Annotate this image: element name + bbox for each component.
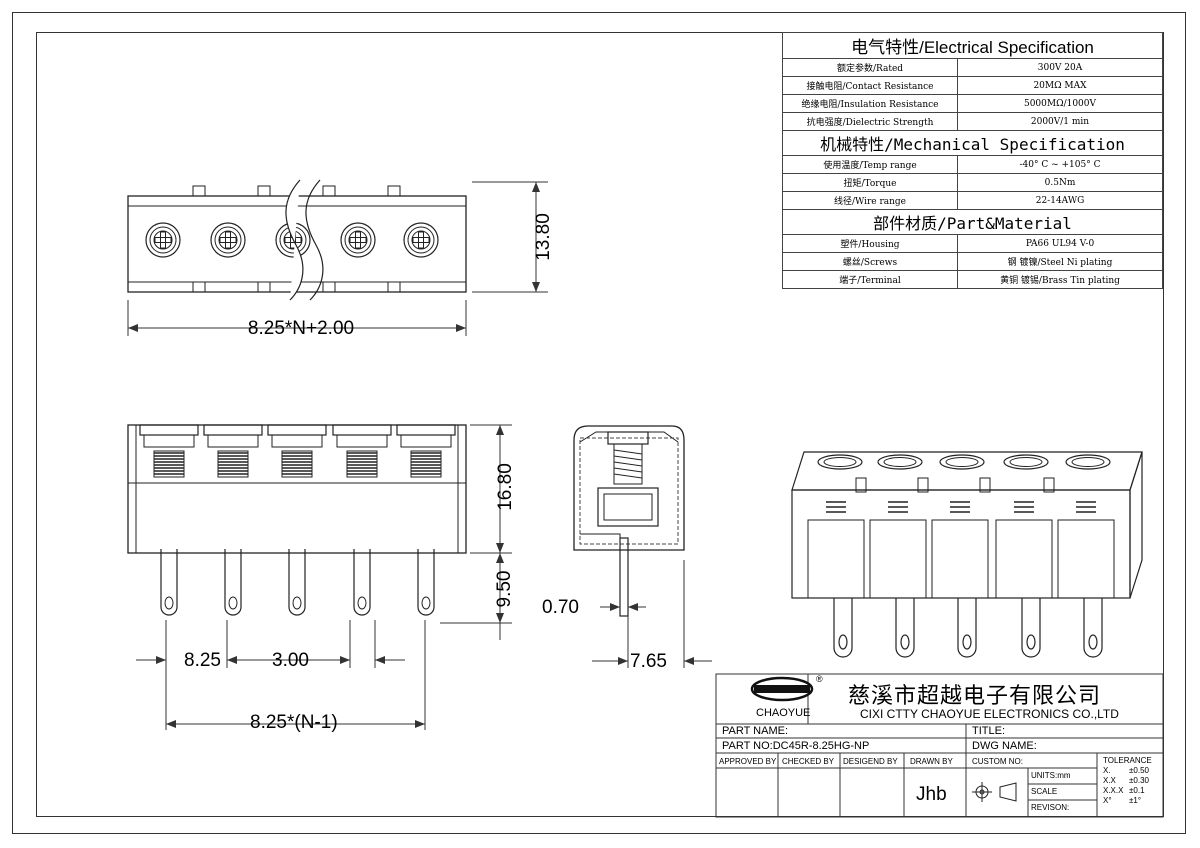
title-label: TITLE: xyxy=(972,725,1006,737)
tolerance-row: X.X±0.30 xyxy=(1103,776,1149,785)
dim-pin-gap: 3.00 xyxy=(272,650,309,671)
scale-label: SCALE xyxy=(1031,787,1058,796)
front-view xyxy=(127,424,512,730)
chaoyue-logo: ® xyxy=(750,674,823,702)
mechanical-heading: 机械特性/Mechanical Specification xyxy=(782,130,1163,156)
dim-height-body: 16.80 xyxy=(495,463,516,511)
outer-frame xyxy=(12,12,1186,834)
isometric-view xyxy=(791,451,1143,658)
tolerance-list: X.±0.50 X.X±0.30 X.X.X±0.1 X°±1° xyxy=(1103,766,1149,806)
electrical-heading: 电气特性/Electrical Specification xyxy=(782,32,1163,59)
dim-span: 8.25*(N-1) xyxy=(250,712,338,733)
specification-table: 电气特性/Electrical Specification 额定参数/Rated… xyxy=(782,32,1163,289)
drawn-by-value: Jhb xyxy=(916,784,947,805)
spec-row: 使用温度/Temp range-40° C ~ +105° C xyxy=(782,155,1163,174)
dim-depth: 7.65 xyxy=(630,651,667,672)
dim-width-total: 8.25*N+2.00 xyxy=(247,318,355,339)
side-section-view xyxy=(573,425,712,668)
title-block-grid xyxy=(715,673,1164,818)
drawn-by-label: DRAWN BY xyxy=(910,757,953,766)
designed-by-label: DESIGEND BY xyxy=(843,757,898,766)
tolerance-row: X.X.X±0.1 xyxy=(1103,786,1145,795)
drawing-border xyxy=(36,32,1164,817)
units-label: UNITS:mm xyxy=(1031,771,1071,780)
approved-by-label: APPROVED BY xyxy=(719,757,777,766)
company-name-cn: 慈溪市超越电子有限公司 xyxy=(848,683,1102,708)
part-number: PART NO:DC45R-8.25HG-NP xyxy=(722,740,870,752)
part-name-label: PART NAME: xyxy=(722,725,789,737)
company-name-en: CIXI CTTY CHAOYUE ELECTRONICS CO.,LTD xyxy=(860,707,1119,721)
dwg-name-label: DWG NAME: xyxy=(972,740,1037,752)
tolerance-row: X.±0.50 xyxy=(1103,766,1149,775)
top-view xyxy=(127,179,548,336)
material-heading: 部件材质/Part&Material xyxy=(782,209,1163,235)
tolerance-row: X°±1° xyxy=(1103,796,1142,805)
revision-label: REVISON: xyxy=(1031,803,1070,812)
dim-pin-length: 9.50 xyxy=(494,570,515,608)
tolerance-title: TOLERANCE xyxy=(1103,756,1152,765)
custom-no-label: CUSTOM NO: xyxy=(972,757,1023,766)
dim-height-top: 13.80 xyxy=(533,213,554,261)
dim-pitch: 8.25 xyxy=(184,650,221,671)
dim-pin-thickness: 0.70 xyxy=(542,597,579,618)
projection-symbol-icon xyxy=(972,782,1017,802)
checked-by-label: CHECKED BY xyxy=(782,757,835,766)
svg-text:®: ® xyxy=(816,674,823,684)
brand-name: CHAOYUE xyxy=(756,707,811,719)
